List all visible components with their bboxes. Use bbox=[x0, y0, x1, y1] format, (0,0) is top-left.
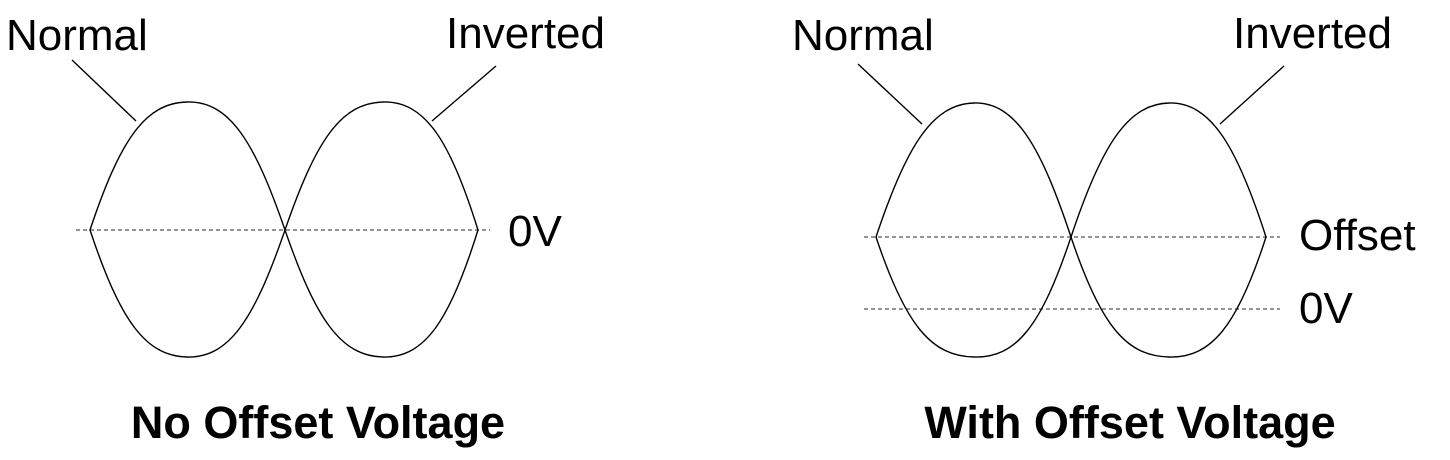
left-normal-leader bbox=[71, 59, 137, 122]
right-normal-lobe bbox=[875, 102, 1072, 358]
right-zero-label: 0V bbox=[1299, 284, 1353, 333]
right-normal-label: Normal bbox=[792, 11, 934, 60]
right-inverted-leader bbox=[1219, 65, 1285, 125]
right-caption: With Offset Voltage bbox=[924, 397, 1335, 448]
right-normal-leader bbox=[857, 63, 923, 125]
left-panel: Normal Inverted 0V No Offset Voltage bbox=[6, 9, 605, 448]
left-zero-label: 0V bbox=[508, 207, 562, 256]
left-caption: No Offset Voltage bbox=[131, 397, 505, 448]
left-inverted-label: Inverted bbox=[446, 9, 605, 58]
right-inverted-label: Inverted bbox=[1233, 9, 1392, 58]
right-offset-label: Offset bbox=[1299, 211, 1416, 260]
left-inverted-lobe bbox=[284, 101, 479, 358]
left-normal-label: Normal bbox=[6, 11, 148, 60]
right-inverted-lobe bbox=[1070, 102, 1267, 358]
left-inverted-leader bbox=[431, 65, 497, 122]
right-panel: Normal Inverted Offset 0V With Offset Vo… bbox=[792, 9, 1416, 448]
